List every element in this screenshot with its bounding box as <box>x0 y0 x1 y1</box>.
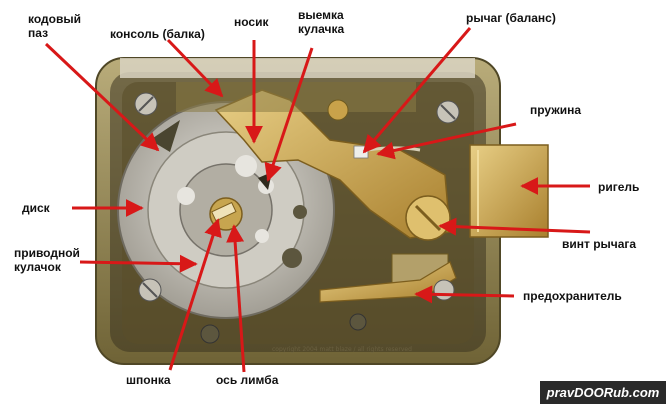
watermark: pravDOORub.com <box>540 381 666 404</box>
bolt <box>469 144 549 238</box>
copyright-text: copyright 2004 matt blaze / all rights r… <box>272 346 412 353</box>
casing-screws <box>138 278 367 344</box>
arrow-drive-cam <box>79 254 198 273</box>
label-bracket: консоль (балка) <box>110 27 205 41</box>
arrow-lever <box>362 27 472 154</box>
label-spring: пружина <box>530 103 582 117</box>
label-bolt: ригель <box>598 180 640 194</box>
arrow-key <box>168 218 222 371</box>
label-dial-axis: ось лимба <box>216 373 279 387</box>
label-drive-cam: приводной кулачок <box>14 246 80 274</box>
arrow-lever-screw <box>438 217 591 236</box>
label-code-groove: кодовый паз <box>28 12 81 40</box>
arrow-bracket <box>166 38 224 98</box>
label-nose: носик <box>234 15 269 29</box>
callout-arrows <box>44 27 591 373</box>
arrow-code-groove <box>44 42 160 152</box>
label-safety: предохранитель <box>523 289 622 303</box>
arrow-dial-axis <box>226 224 246 373</box>
label-key: шпонка <box>126 373 171 387</box>
label-lever: рычаг (баланс) <box>466 11 556 25</box>
arrow-safety <box>414 285 515 304</box>
label-cam-notch: выемка кулачка <box>298 8 345 36</box>
label-lever-screw: винт рычага <box>562 237 637 251</box>
arrow-cam-notch <box>264 47 314 182</box>
label-disk: диск <box>22 201 50 215</box>
arrow-spring <box>376 122 517 160</box>
